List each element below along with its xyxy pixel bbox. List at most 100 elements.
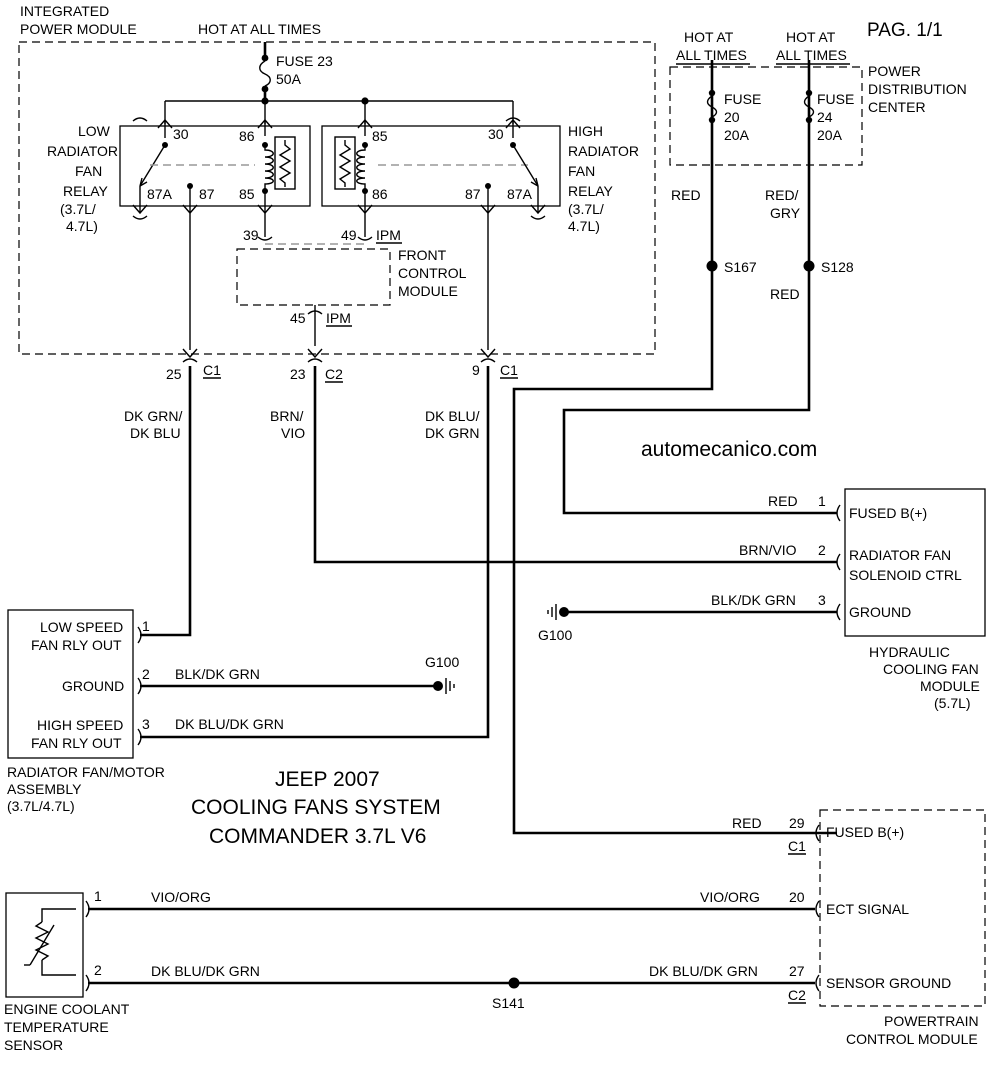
low-relay-name-5: (3.7L/ bbox=[60, 201, 96, 217]
high-relay-resistor-frame bbox=[334, 136, 356, 190]
pcm-pin20-number: 20 bbox=[789, 889, 805, 905]
ect-name-2: TEMPERATURE bbox=[4, 1019, 109, 1035]
hyd-pin2-label-1: RADIATOR FAN bbox=[849, 547, 951, 563]
low-relay-name-2: RADIATOR bbox=[47, 143, 118, 159]
pdc-wire-red: RED bbox=[671, 187, 701, 203]
low-relay-coil bbox=[264, 145, 274, 190]
wire-hyd-fused-bplus bbox=[562, 60, 837, 515]
fuse23-rating: 50A bbox=[276, 71, 302, 87]
pdc-hot1-line1: HOT AT bbox=[684, 29, 734, 45]
motor-pin3-label-1: HIGH SPEED bbox=[37, 717, 123, 733]
fuse20-icon bbox=[706, 95, 718, 118]
high-relay-top-mate bbox=[505, 117, 521, 122]
page-number: PAG. 1/1 bbox=[867, 20, 943, 41]
hyd-pin3-label: GROUND bbox=[849, 604, 911, 620]
low-relay-name-6: 4.7L) bbox=[66, 218, 98, 234]
low-relay-87a-mate bbox=[132, 215, 148, 220]
low-relay-pin-87a: 87A bbox=[147, 186, 173, 202]
fuse20-number: 20 bbox=[724, 109, 740, 125]
fcm-name-1: FRONT bbox=[398, 247, 447, 263]
ect-lead-top bbox=[41, 908, 76, 922]
conn-23-conn: C2 bbox=[325, 366, 343, 382]
pdc-name-3: CENTER bbox=[868, 99, 926, 115]
motor-pin3-terminal bbox=[137, 728, 142, 746]
fuse23-terminal-bottom bbox=[261, 85, 269, 93]
fuse20-name: FUSE bbox=[724, 91, 761, 107]
hydraulic-cooling-fan-module: RED 1 FUSED B(+) BRN/VIO 2 RADIATOR FAN … bbox=[538, 488, 986, 711]
high-relay-pin-86: 86 bbox=[372, 186, 388, 202]
fcm-49-mate bbox=[357, 236, 373, 241]
ect-name-3: SENSOR bbox=[4, 1037, 63, 1053]
wire-pcm-fused-bplus bbox=[512, 60, 837, 835]
low-fan-relay: 30 86 87A 87 85 LOW RADIATOR FAN RELAY (… bbox=[47, 117, 311, 234]
low-relay-switch-arrow bbox=[139, 177, 148, 187]
pdc-name-1: POWER bbox=[868, 63, 921, 79]
hyd-pin3-terminal bbox=[836, 603, 841, 621]
ect-lead-bottom bbox=[41, 960, 76, 976]
pcm-boundary bbox=[819, 809, 986, 1007]
hyd-pin1-terminal bbox=[836, 504, 841, 522]
wire-25-color-2: DK BLU bbox=[130, 425, 181, 441]
conn-c1-25-mate bbox=[182, 358, 198, 363]
fuse23-icon bbox=[259, 60, 271, 87]
conn-25-conn: C1 bbox=[203, 362, 221, 378]
low-relay-resistor bbox=[278, 140, 292, 187]
pcm-pin29-number: 29 bbox=[789, 815, 805, 831]
high-relay-coil bbox=[356, 145, 366, 190]
high-relay-name-1: HIGH bbox=[568, 123, 603, 139]
diagram-title: JEEP 2007 COOLING FANS SYSTEM COMMANDER … bbox=[191, 768, 441, 848]
pcm-pin27-number: 27 bbox=[789, 963, 805, 979]
pcm-pin27-wire: DK BLU/DK GRN bbox=[649, 963, 758, 979]
motor-name-1: RADIATOR FAN/MOTOR bbox=[7, 764, 165, 780]
motor-assembly-box bbox=[7, 609, 134, 759]
wire-9-color-1: DK BLU/ bbox=[425, 408, 480, 424]
conn-9-pin: 9 bbox=[472, 362, 480, 378]
ipm-boundary bbox=[18, 41, 656, 355]
high-relay-pin-30: 30 bbox=[488, 126, 504, 142]
hyd-pin2-label-2: SOLENOID CTRL bbox=[849, 567, 962, 583]
pdc-hot2-line2: ALL TIMES bbox=[776, 47, 847, 63]
high-fan-relay: 85 30 86 87 87A HIGH RADIATOR FAN RELAY … bbox=[321, 117, 639, 234]
ect-name-1: ENGINE COOLANT bbox=[4, 1001, 130, 1017]
fcm-name-3: MODULE bbox=[398, 283, 458, 299]
motor-pin3-wire: DK BLU/DK GRN bbox=[175, 716, 284, 732]
high-relay-switch-arm bbox=[512, 144, 539, 187]
low-relay-box bbox=[119, 125, 311, 207]
hyd-name-3: MODULE bbox=[920, 678, 980, 694]
thermistor-arrow bbox=[29, 924, 55, 966]
conn-9-conn: C1 bbox=[500, 362, 518, 378]
wire-23-color-1: BRN/ bbox=[270, 408, 304, 424]
conn-c1-9-terminal bbox=[480, 348, 496, 359]
fcm-pin-45: 45 bbox=[290, 310, 306, 326]
fcm-ipm-tag-1: IPM bbox=[376, 227, 401, 243]
front-control-module: 39 49 IPM FRONT CONTROL MODULE 45 IPM bbox=[236, 213, 467, 346]
hyd-pin1-label: FUSED B(+) bbox=[849, 505, 927, 521]
fuse20-terminal-bottom bbox=[708, 116, 716, 124]
pcm-pin27-label: SENSOR GROUND bbox=[826, 975, 951, 991]
ipm-name-line1: INTEGRATED bbox=[20, 3, 109, 19]
wire-25-color-1: DK GRN/ bbox=[124, 408, 182, 424]
high-relay-name-5: (3.7L/ bbox=[568, 201, 604, 217]
fcm-pin-49: 49 bbox=[341, 227, 357, 243]
ect-pin1-terminal bbox=[85, 900, 90, 918]
hyd-pin2-wire: BRN/VIO bbox=[739, 542, 797, 558]
ect-pin2-terminal bbox=[85, 974, 90, 992]
motor-pin2-terminal bbox=[137, 677, 142, 695]
ipm-hot-label: HOT AT ALL TIMES bbox=[198, 21, 321, 37]
motor-name-3: (3.7L/4.7L) bbox=[7, 798, 75, 814]
motor-ground-label: G100 bbox=[425, 654, 459, 670]
fuse24-number: 24 bbox=[817, 109, 833, 125]
ect-pin2-number: 2 bbox=[94, 962, 102, 978]
fuse23-name: FUSE 23 bbox=[276, 53, 333, 69]
low-relay-resistor-frame bbox=[274, 136, 296, 190]
pdc-boundary bbox=[669, 66, 863, 166]
hyd-name-2: COOLING FAN bbox=[883, 661, 979, 677]
title-line-1: JEEP 2007 bbox=[275, 768, 380, 791]
wire-9-color-2: DK GRN bbox=[425, 425, 479, 441]
conn-c1-25-terminal bbox=[182, 348, 198, 359]
ect-sensor-box bbox=[5, 892, 84, 998]
motor-pin2-number: 2 bbox=[142, 666, 150, 682]
wire-solenoid-ctrl bbox=[313, 366, 837, 564]
motor-pin1-terminal bbox=[137, 626, 142, 644]
